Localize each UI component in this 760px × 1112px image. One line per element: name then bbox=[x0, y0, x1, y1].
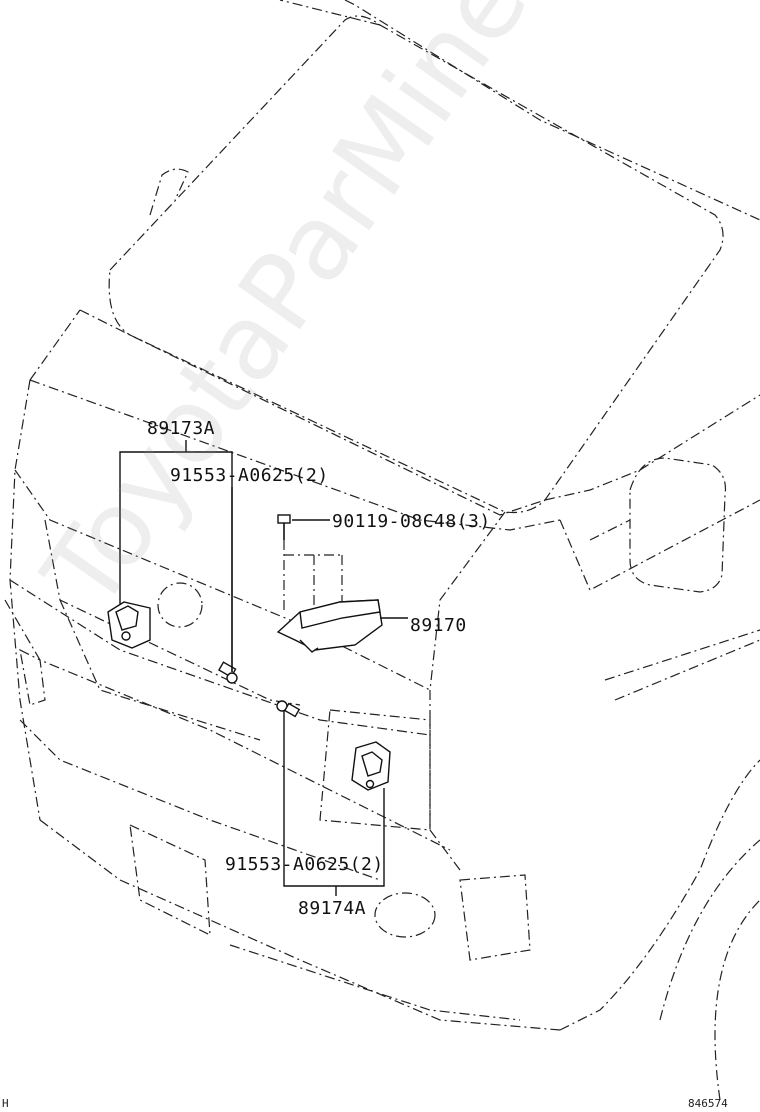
bumper-lower-lip bbox=[229, 944, 521, 1021]
door-line-mid bbox=[604, 629, 760, 681]
drawing-number: 846574 bbox=[688, 1097, 728, 1110]
part-label-89170: 89170 bbox=[410, 615, 467, 636]
a-pillar-right bbox=[544, 394, 760, 501]
part-label-screw: 90119-08C48(3) bbox=[332, 511, 491, 532]
wiper-outline bbox=[149, 168, 189, 216]
fog-lamp-left bbox=[374, 892, 436, 938]
wheel-tire bbox=[659, 839, 760, 1021]
corner-marker: H bbox=[2, 1097, 9, 1110]
mirror-arm bbox=[589, 519, 631, 541]
a-pillar-line bbox=[279, 0, 381, 26]
hood-crease bbox=[29, 379, 561, 531]
side-panel bbox=[429, 511, 506, 691]
front-airbag-sensor-left bbox=[107, 601, 151, 649]
part-label-bolt-lower: 91553-A0625(2) bbox=[225, 854, 384, 875]
round-marker bbox=[157, 582, 203, 628]
part-label-89174a: 89174A bbox=[298, 898, 367, 919]
hood-front-edge bbox=[29, 309, 81, 381]
door-line-upper bbox=[559, 499, 760, 591]
front-right-corner bbox=[429, 690, 461, 871]
license-plate bbox=[129, 823, 211, 937]
airbag-sensor-assembly-center bbox=[276, 540, 383, 653]
part-label-bolt-upper: 91553-A0625(2) bbox=[170, 465, 329, 486]
part-label-89173a: 89173A bbox=[147, 418, 216, 439]
roof-line bbox=[344, 0, 760, 221]
front-panel-lower bbox=[9, 579, 431, 736]
bumper-mid bbox=[19, 719, 381, 881]
bolt-upper bbox=[217, 661, 238, 684]
grille-upper bbox=[44, 519, 301, 706]
wheel-arch bbox=[559, 759, 760, 1031]
fog-lamp-recess bbox=[459, 874, 531, 961]
bolt-lower bbox=[276, 700, 301, 718]
front-panel-upper bbox=[14, 469, 431, 691]
screw bbox=[277, 514, 291, 540]
body-left-edge bbox=[9, 379, 41, 821]
side-mirror bbox=[629, 457, 727, 593]
windshield-outline bbox=[108, 15, 724, 514]
hood-top-line bbox=[79, 309, 546, 516]
leader-lines bbox=[119, 440, 408, 896]
headlamp-left bbox=[19, 648, 46, 706]
wheel-inner bbox=[714, 899, 760, 1101]
headlamp-right bbox=[319, 709, 431, 831]
front-airbag-sensor-right bbox=[351, 741, 391, 791]
bumper-top bbox=[4, 599, 451, 851]
bumper-bottom bbox=[39, 819, 561, 1031]
door-line-lower bbox=[614, 639, 760, 701]
